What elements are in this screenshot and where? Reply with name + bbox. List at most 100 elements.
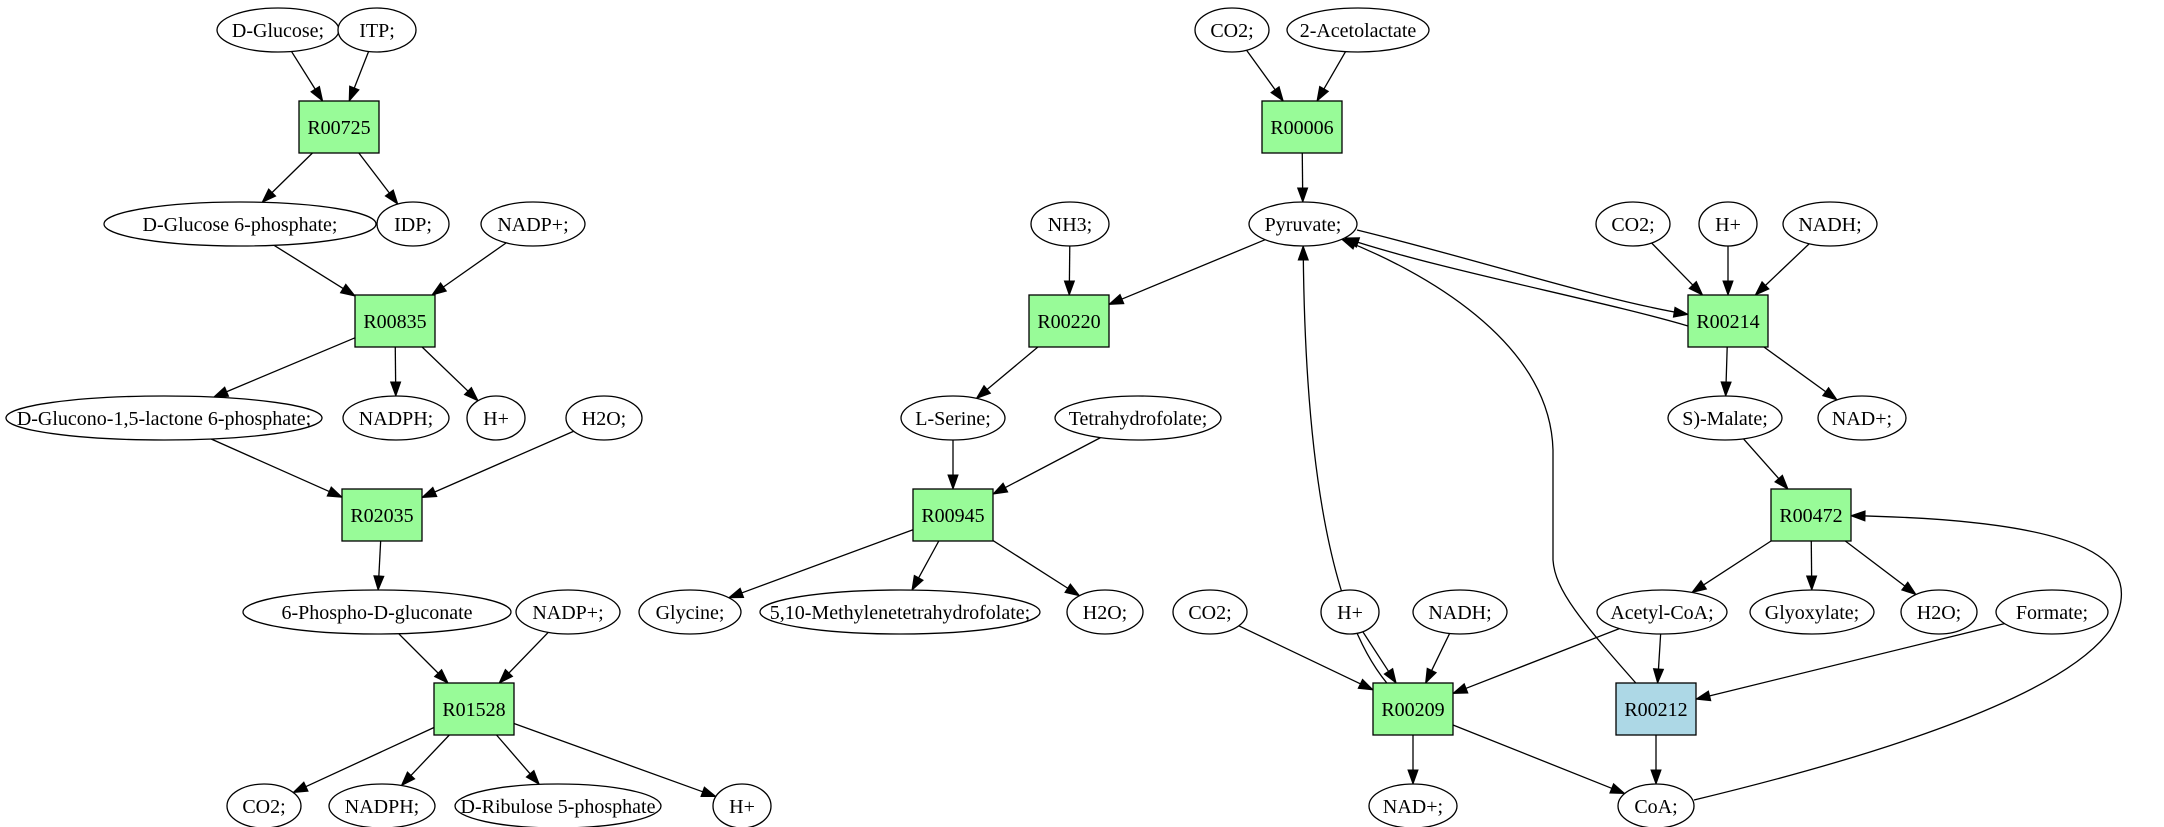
reaction-node[interactable]: R00220 [1028, 294, 1110, 348]
compound-node[interactable]: IDP; [376, 201, 450, 247]
edge-co2d-to-R00214-arrowhead [1688, 280, 1704, 297]
edge-co2b-to-R00006-arrowhead [1270, 85, 1285, 103]
reaction-node[interactable]: R00006 [1261, 100, 1343, 154]
compound-node[interactable]: Glyoxylate; [1749, 589, 1875, 635]
compound-node[interactable]: D-Glucose; [216, 7, 340, 53]
edge-R00214-to-nad1-arrowhead [1821, 386, 1839, 401]
compound-node[interactable]: S)-Malate; [1667, 395, 1783, 441]
compound-label: D-Glucono-1,5-lactone 6-phosphate; [17, 408, 311, 430]
reaction-node[interactable]: R00945 [912, 488, 994, 542]
compound-node[interactable]: L-Serine; [900, 395, 1006, 441]
edge-R01528-to-nadph2 [400, 734, 450, 787]
edge-R00212-to-pyruvate-line [1341, 238, 1643, 691]
compound-ellipse [1667, 395, 1783, 441]
compound-node[interactable]: CO2; [1595, 201, 1671, 247]
compound-node[interactable]: NAD+; [1368, 783, 1458, 827]
reaction-node[interactable]: R00214 [1687, 294, 1769, 348]
reaction-box [1372, 682, 1454, 736]
compound-label: Formate; [2016, 602, 2088, 624]
compound-node[interactable]: NAD+; [1817, 395, 1907, 441]
compound-node[interactable]: NADPH; [328, 783, 436, 827]
compound-node[interactable]: NADP+; [480, 201, 586, 247]
compound-node[interactable]: Formate; [1995, 589, 2109, 635]
edge-R00835-to-nadph1 [389, 346, 402, 398]
compound-label: NADP+; [532, 602, 603, 624]
compound-ellipse [103, 201, 377, 247]
compound-node[interactable]: D-Glucose 6-phosphate; [103, 201, 377, 247]
edge-R00209-to-pyruvate-line [1302, 245, 1399, 696]
edge-nadp1-to-R00835-arrowhead [430, 281, 448, 296]
compound-node[interactable]: NADH; [1412, 589, 1508, 635]
compound-node[interactable]: H+ [1698, 201, 1758, 247]
compound-ellipse [1054, 395, 1222, 441]
reaction-node[interactable]: R00725 [298, 100, 380, 154]
edge-nh3-to-R00220-arrowhead [1063, 280, 1076, 297]
compound-label: CO2; [242, 796, 285, 818]
edge-R01528-to-nadph2-arrowhead [400, 771, 416, 787]
compound-label: D-Glucose; [232, 20, 324, 42]
compound-node[interactable]: H+ [712, 783, 772, 827]
edge-dglucose-to-R00725-arrowhead [310, 85, 324, 103]
compound-node[interactable]: CO2; [1172, 589, 1248, 635]
compound-ellipse [1782, 201, 1878, 247]
reaction-node[interactable]: R00212 [1615, 682, 1697, 736]
edge-nadh2-to-R00214-line [1763, 243, 1810, 288]
edge-R00212-to-pyruvate-arrowhead [1340, 238, 1358, 250]
compound-node[interactable]: D-Ribulose 5-phosphate [454, 783, 662, 827]
compound-node[interactable]: NADH; [1782, 201, 1878, 247]
compound-node[interactable]: CO2; [1194, 7, 1270, 53]
compound-node[interactable]: H+ [1320, 589, 1380, 635]
reaction-node[interactable]: R00835 [354, 294, 436, 348]
edge-R01528-to-co2a [291, 726, 435, 794]
compound-ellipse [1412, 589, 1508, 635]
reaction-box [354, 294, 436, 348]
compound-ellipse [900, 395, 1006, 441]
reaction-box [1687, 294, 1769, 348]
compound-node[interactable]: H2O; [1900, 589, 1978, 635]
reaction-node[interactable]: R02035 [341, 488, 423, 542]
compound-label: H+ [1337, 602, 1363, 624]
compound-label: ITP; [359, 20, 395, 42]
reaction-node[interactable]: R01528 [433, 682, 515, 736]
compound-node[interactable]: H2O; [565, 395, 643, 441]
edge-R01528-to-co2a-line [303, 726, 435, 789]
compound-node[interactable]: NADP+; [515, 589, 621, 635]
compound-ellipse [638, 589, 742, 635]
compound-label: NADP+; [497, 214, 568, 236]
compound-node[interactable]: 6-Phospho-D-gluconate [242, 589, 512, 635]
compound-label: H+ [483, 408, 509, 430]
edge-R00945-to-h2o2 [992, 539, 1081, 597]
edge-R00220-to-serine-arrowhead [975, 384, 992, 400]
edge-R02035-to-6pg-arrowhead [373, 575, 385, 592]
compound-node[interactable]: 5,10-Methylenetetrahydrofolate; [759, 589, 1041, 635]
edge-thf-to-R00945 [991, 437, 1101, 495]
edge-nadh1-to-R00209-line [1430, 633, 1451, 673]
compound-node[interactable]: Acetyl-CoA; [1596, 589, 1728, 635]
compound-node[interactable]: ITP; [337, 7, 417, 53]
reaction-label: R02035 [350, 505, 413, 527]
reaction-node[interactable]: R00209 [1372, 682, 1454, 736]
compound-ellipse [328, 783, 436, 827]
edge-glucono-to-R02035-line [210, 438, 332, 493]
edge-R00472-to-acetylcoa [1690, 540, 1772, 594]
edge-R00209-to-pyruvate [1297, 244, 1399, 696]
edge-R00472-to-acetylcoa-arrowhead [1690, 579, 1708, 594]
compound-node[interactable]: Glycine; [638, 589, 742, 635]
compound-node[interactable]: Tetrahydrofolate; [1054, 395, 1222, 441]
compound-node[interactable]: H2O; [1066, 589, 1144, 635]
compound-ellipse [1900, 589, 1978, 635]
edge-R00945-to-h2o2-line [992, 539, 1070, 590]
compound-node[interactable]: Pyruvate; [1248, 201, 1358, 247]
compound-node[interactable]: H+ [466, 395, 526, 441]
reaction-node[interactable]: R00472 [1770, 488, 1852, 542]
compound-node[interactable]: NADPH; [342, 395, 450, 441]
edge-R00835-to-glucono-arrowhead [212, 386, 230, 398]
compound-node[interactable]: D-Glucono-1,5-lactone 6-phosphate; [5, 395, 323, 441]
compound-node[interactable]: NH3; [1030, 201, 1110, 247]
compound-node[interactable]: 2-Acetolactate [1286, 7, 1430, 53]
compound-node[interactable]: CO2; [226, 783, 302, 827]
compound-node[interactable]: CoA; [1617, 783, 1695, 827]
edge-nadp1-to-R00835 [430, 242, 507, 296]
edge-acetylcoa-to-R00209 [1451, 628, 1620, 694]
